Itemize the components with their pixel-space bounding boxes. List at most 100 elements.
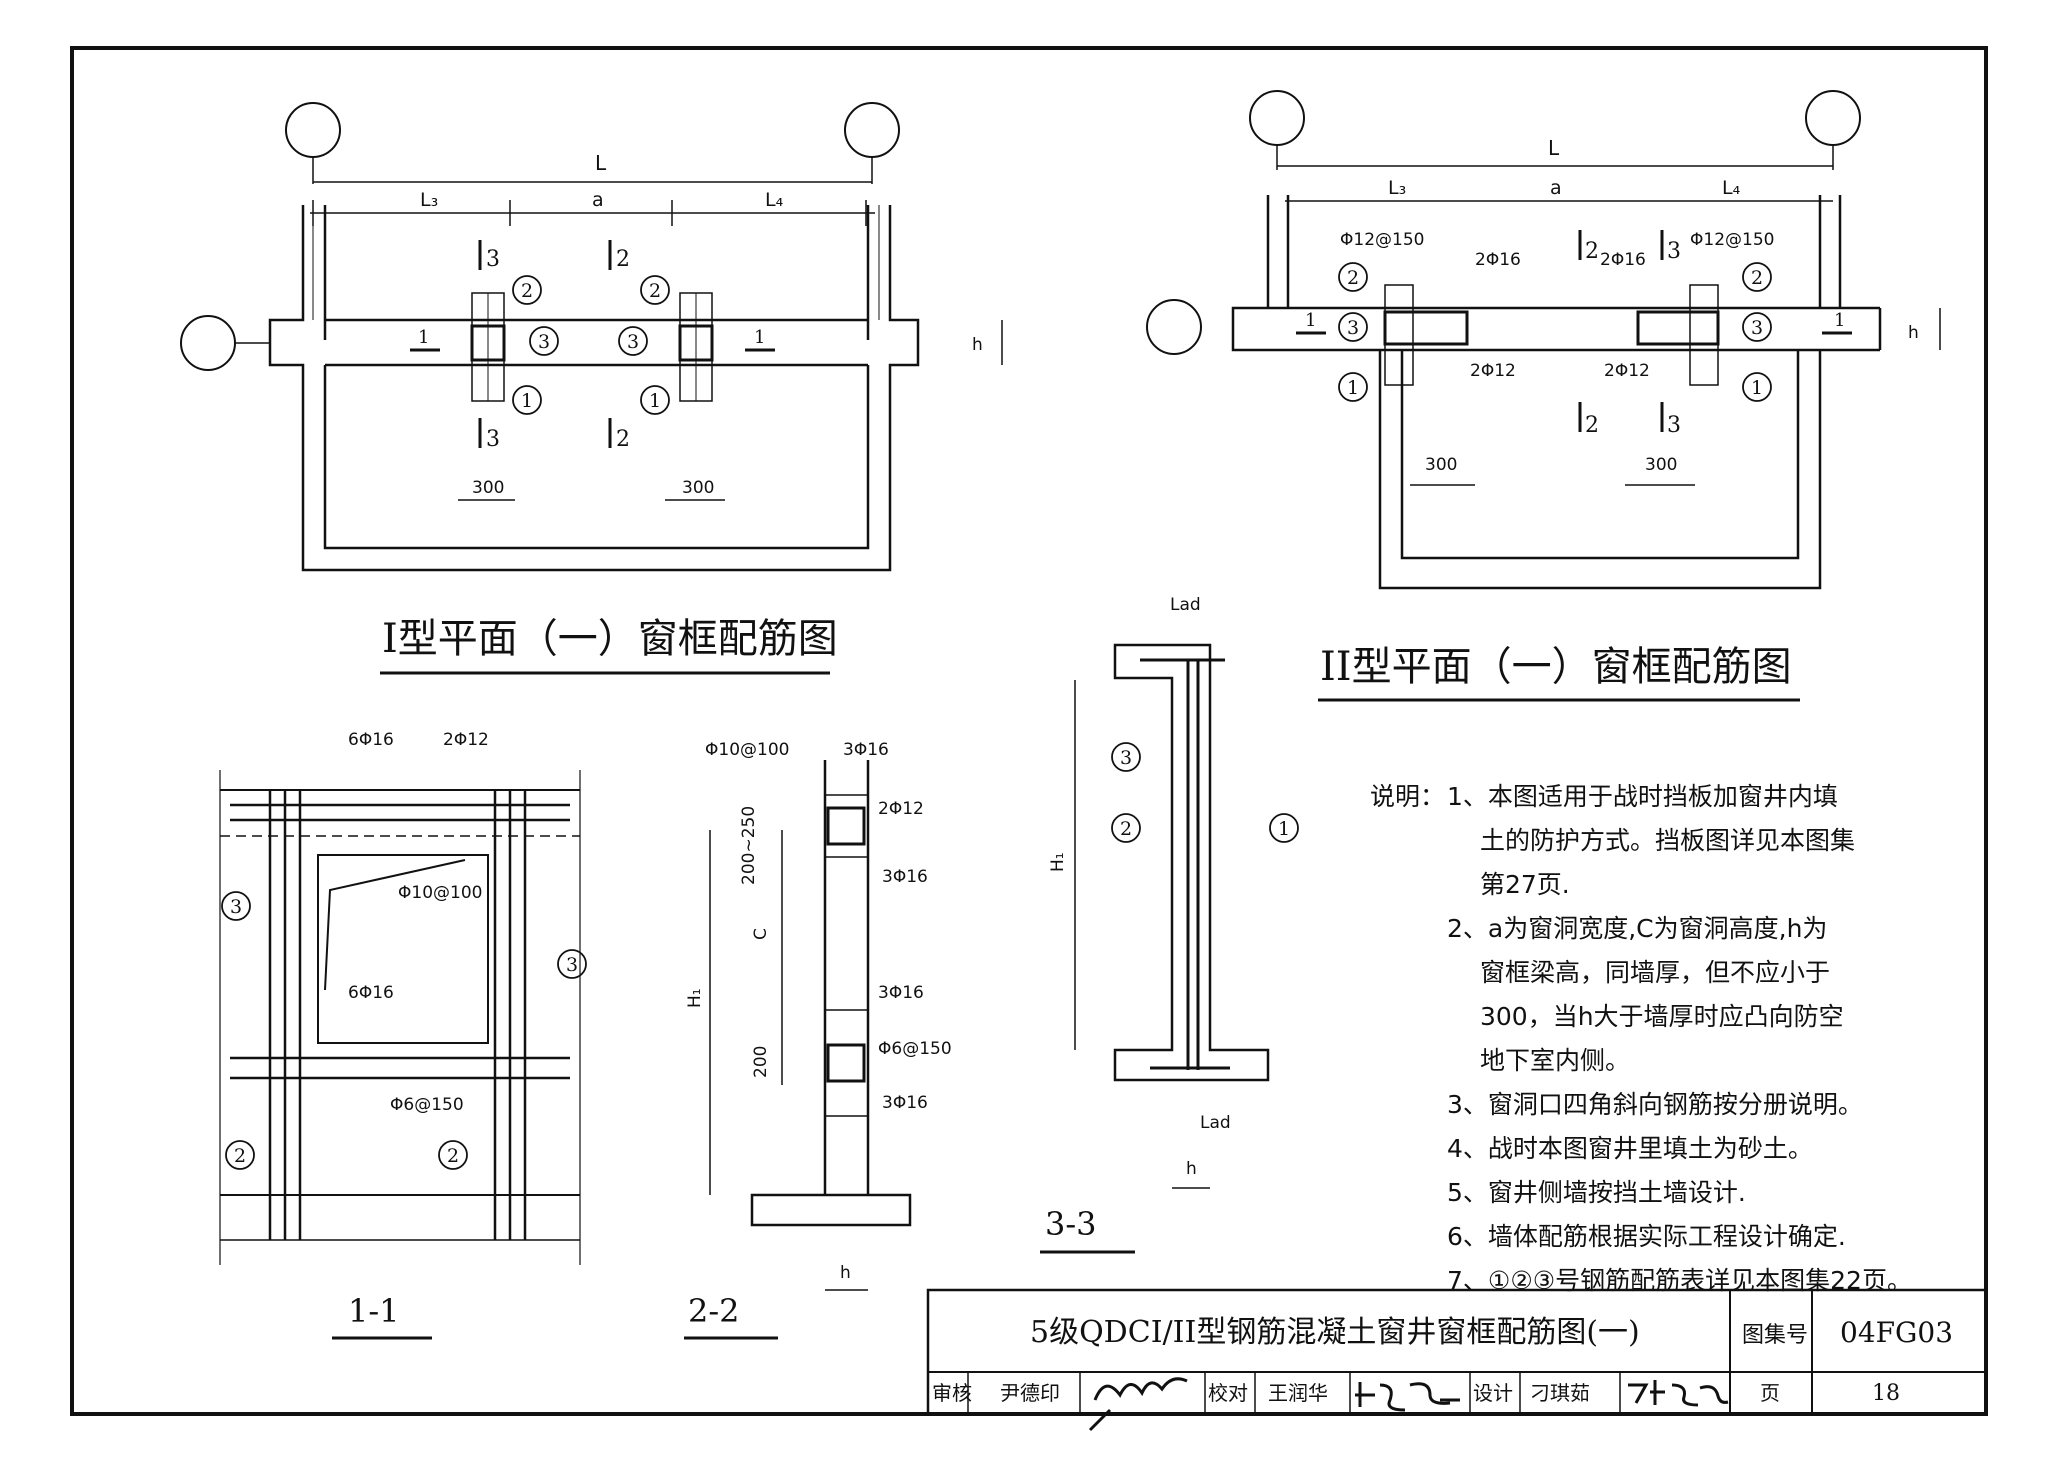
callout-number: 2 [649,280,661,302]
dim-h: h [972,335,983,355]
atlas-label: 图集号 [1742,1323,1808,1348]
rebar-label: Φ12@150 [1690,230,1774,250]
callout-number: 3 [1751,317,1763,339]
section-mark: 3 [1667,413,1681,438]
rebar-label: Φ6@150 [390,1095,464,1115]
callout-number: 3 [1347,317,1359,339]
dim-label: 200~250 [739,806,759,885]
dim-L4: L₄ [765,189,784,211]
section-mark: 2 [616,427,630,452]
dim-300: 300 [682,478,714,498]
dim-300: 300 [1645,455,1677,475]
callout-number: 1 [1347,377,1359,399]
section-2-2: Φ10@100 3Φ16 2Φ12 3Φ16 3Φ16 Φ6@150 3Φ16 … [684,740,952,1340]
section-3-3: Lad Lad H₁ h 3 2 1 3-3 [1040,595,1299,1254]
section-2-2-title: 2-2 [688,1292,740,1330]
checker-name: 王润华 [1268,1381,1328,1405]
section-mark: 3 [486,427,500,452]
note-line: 3、窗洞口四角斜向钢筋按分册说明。 [1447,1090,1863,1119]
rebar-label: Φ6@150 [878,1039,952,1059]
designer-signature [1628,1380,1729,1407]
dim-L4: L₄ [1722,177,1741,199]
rebar-label: 3Φ16 [882,867,928,887]
dim-L: L [595,151,607,175]
plan-type1-title: I型平面（一）窗框配筋图 [382,616,838,662]
section-mark: 1 [1305,310,1316,331]
section-mark: 1 [418,327,429,348]
wall-outline [1231,195,1882,590]
callout-number: 1 [1278,818,1290,840]
note-line: 1、本图适用于战时挡板加窗井内填 [1447,782,1838,811]
callout-number: 2 [1347,267,1359,289]
callout-number: 2 [447,1145,459,1167]
section-mark: 1 [754,327,765,348]
rebar-label: 2Φ16 [1475,250,1521,270]
dim-h: h [1186,1159,1197,1179]
dim-h: h [1908,323,1919,343]
rebar-label: 2Φ16 [1600,250,1646,270]
note-line: 窗框梁高，同墙厚，但不应小于 [1480,958,1830,987]
callout-number: 2 [1120,818,1132,840]
callout-number: 2 [1751,267,1763,289]
checker-signature [1355,1382,1460,1412]
rebar-label: 2Φ12 [1470,361,1516,381]
rebar-label: 2Φ12 [1604,361,1650,381]
section-mark: 3 [1667,239,1681,264]
callout-number: 2 [521,280,533,302]
section-1-1-title: 1-1 [348,1292,400,1330]
section-mark: 1 [1834,310,1845,331]
rebar-label: Lad [1170,595,1201,615]
section-mark: 2 [1585,413,1599,438]
rebar-label: Φ12@150 [1340,230,1424,250]
dim-300: 300 [1425,455,1457,475]
review-label: 审核 [932,1381,972,1405]
plan-type2-title: II型平面（一）窗框配筋图 [1320,644,1792,690]
rebar-label: 2Φ12 [443,730,489,750]
rebar-label: 6Φ16 [348,730,394,750]
note-line: 300，当h大于墙厚时应凸向防空 [1480,1002,1844,1031]
note-line: 4、战时本图窗井里填土为砂土。 [1447,1134,1813,1163]
dim-label: C [751,928,771,940]
section-mark: 2 [1585,239,1599,264]
rebar-label: 3Φ16 [882,1093,928,1113]
rebar-label: 6Φ16 [348,983,394,1003]
dim-label: H₁ [1048,852,1068,872]
dim-300: 300 [472,478,504,498]
dim-h: h [840,1263,851,1283]
notes-heading: 说明： [1370,782,1445,811]
design-notes: 说明： 1、本图适用于战时挡板加窗井内填 土的防护方式。挡板图详见本图集 第27… [1370,782,1912,1295]
section-3-3-title: 3-3 [1045,1205,1097,1243]
rebar-label: Φ10@100 [398,883,482,903]
note-line: 5、窗井侧墙按挡土墙设计. [1447,1178,1746,1207]
note-line: 第27页. [1480,870,1570,899]
designer-name: 刁琪茹 [1530,1381,1590,1405]
rebar-label: 3Φ16 [843,740,889,760]
callout-number: 3 [627,331,639,353]
wall-outline [268,205,920,572]
reviewer-name: 尹德印 [1000,1381,1060,1405]
note-line: 地下室内侧。 [1480,1046,1630,1075]
note-line: 土的防护方式。挡板图详见本图集 [1480,826,1855,855]
rebar-label: Φ10@100 [705,740,789,760]
drawing-name: 5级QDCI/II型钢筋混凝土窗井窗框配筋图(一) [1030,1315,1640,1350]
dim-L3: L₃ [1388,177,1406,199]
rebar-label: 2Φ12 [878,799,924,819]
dim-a: a [1550,177,1562,199]
axis-bubble [180,315,236,371]
dim-label: H₁ [685,988,705,1008]
callout-number: 1 [521,390,533,412]
section-mark: 3 [486,247,500,272]
page-label: 页 [1760,1381,1780,1405]
section-mark: 2 [616,247,630,272]
rebar-callouts: 2 3 1 2 3 1 [512,275,670,415]
dim-L: L [1548,136,1560,160]
callout-number: 3 [230,896,242,918]
note-line: 2、a为窗洞宽度,C为窗洞高度,h为 [1447,914,1827,943]
plan-type1: L L₃ a L₄ 3 2 3 2 1 1 2 [180,102,1003,675]
callout-number: 2 [234,1145,246,1167]
title-block: 5级QDCI/II型钢筋混凝土窗井窗框配筋图(一) 图集号 04FG03 审核 … [926,1288,1988,1432]
rebar-label: Lad [1200,1113,1231,1133]
reviewer-signature [1088,1377,1188,1432]
note-line: 6、墙体配筋根据实际工程设计确定. [1447,1222,1846,1251]
